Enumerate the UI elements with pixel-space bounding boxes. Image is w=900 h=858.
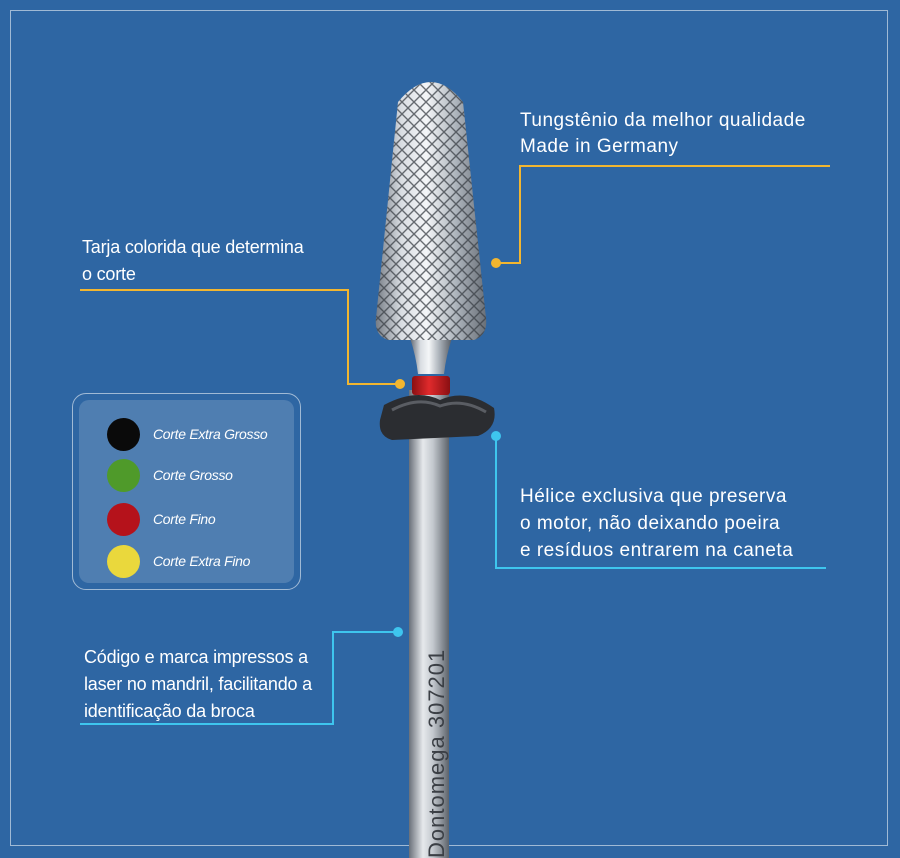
annotation-tarja: Tarja colorida que determina o corte — [82, 234, 304, 288]
annotation-line: identificação da broca — [84, 701, 255, 721]
annotation-line: o motor, não deixando poeira — [520, 513, 781, 534]
legend-item-grosso: Corte Grosso — [107, 459, 297, 493]
annotation-line: Hélice exclusiva que preserva — [520, 486, 787, 507]
legend-label: Corte Extra Grosso — [153, 426, 268, 442]
callout-line-helice — [495, 436, 826, 569]
drill-shank — [409, 390, 449, 858]
annotation-line: Tarja colorida que determina — [82, 237, 304, 257]
color-band — [412, 376, 450, 395]
legend-label: Corte Grosso — [153, 467, 233, 483]
annotation-line: o corte — [82, 264, 136, 284]
color-dot — [107, 503, 140, 536]
annotation-line: laser no mandril, facilitando a — [84, 674, 312, 694]
annotation-tungsten: Tungstênio da melhor qualidade Made in G… — [520, 108, 806, 160]
dust-guard-helix — [379, 395, 495, 440]
color-dot — [107, 545, 140, 578]
drill-head — [375, 82, 487, 340]
annotation-line: Tungstênio da melhor qualidade — [520, 110, 806, 131]
callout-line-tarja — [80, 289, 400, 385]
annotation-codigo: Código e marca impressos a laser no mand… — [84, 644, 312, 725]
color-dot — [107, 418, 140, 451]
annotation-line: e resíduos entrarem na caneta — [520, 540, 794, 561]
legend-item-fino: Corte Fino — [107, 503, 297, 537]
callout-dot-codigo — [393, 627, 403, 637]
shank-engraving: Dontomega 307201 — [424, 649, 449, 858]
legend-panel: Corte Extra Grosso Corte Grosso Corte Fi… — [79, 400, 294, 583]
annotation-helice: Hélice exclusiva que preserva o motor, n… — [520, 483, 793, 564]
annotation-line: Código e marca impressos a — [84, 647, 308, 667]
legend-label: Corte Extra Fino — [153, 553, 251, 569]
legend-item-extra-grosso: Corte Extra Grosso — [107, 418, 297, 452]
callout-line-tungsten — [496, 165, 830, 264]
callout-line-codigo — [80, 631, 398, 725]
legend-label: Corte Fino — [153, 511, 216, 527]
callout-dot-helice — [491, 431, 501, 441]
drill-neck — [410, 338, 452, 374]
cut-legend: Corte Extra Grosso Corte Grosso Corte Fi… — [72, 393, 301, 590]
annotation-line: Made in Germany — [520, 136, 679, 157]
callout-dot-tarja — [395, 379, 405, 389]
callout-dot-tungsten — [491, 258, 501, 268]
color-dot — [107, 459, 140, 492]
legend-item-extra-fino: Corte Extra Fino — [107, 545, 297, 579]
